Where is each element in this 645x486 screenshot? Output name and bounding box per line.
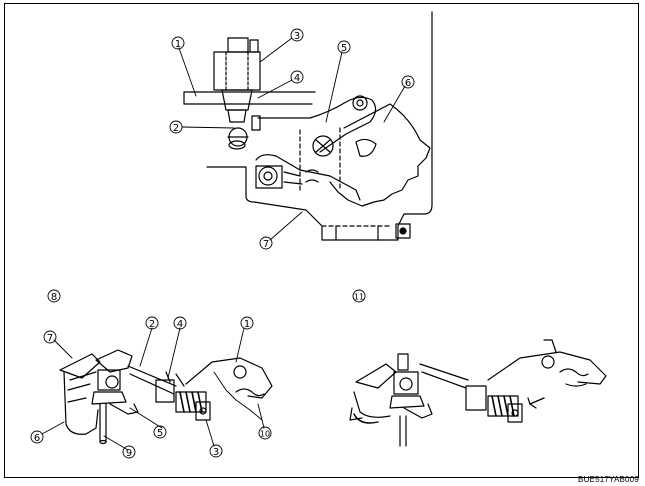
svg-text:3: 3 <box>294 31 300 42</box>
callouts: 1 3 4 2 5 6 7 8 11 7 2 4 1 6 5 9 3 10 <box>30 28 415 459</box>
svg-text:5: 5 <box>341 43 347 54</box>
section-label-11: 11 <box>352 289 366 303</box>
svg-text:1: 1 <box>244 319 250 330</box>
callout-top-4: 4 <box>290 70 304 84</box>
callout-top-1: 1 <box>171 36 185 50</box>
section-label-8: 8 <box>47 289 61 303</box>
callout-v8-1: 1 <box>240 316 254 330</box>
svg-text:7: 7 <box>263 239 269 250</box>
svg-text:8: 8 <box>51 292 57 303</box>
image-code: BUE517YAB009 <box>578 475 639 484</box>
callout-v8-5: 5 <box>153 425 167 439</box>
svg-text:3: 3 <box>213 447 219 458</box>
callout-v8-10: 10 <box>258 426 272 440</box>
svg-text:2: 2 <box>173 123 179 134</box>
svg-text:10: 10 <box>260 430 270 439</box>
svg-text:6: 6 <box>405 78 411 89</box>
svg-text:7: 7 <box>47 333 53 344</box>
callout-v8-3: 3 <box>209 444 223 458</box>
svg-text:1: 1 <box>175 39 181 50</box>
callout-v8-6: 6 <box>30 430 44 444</box>
callout-v8-2: 2 <box>145 316 159 330</box>
callout-v8-7: 7 <box>43 330 57 344</box>
svg-text:5: 5 <box>157 428 163 439</box>
svg-text:4: 4 <box>294 73 300 84</box>
callout-top-7: 7 <box>259 236 273 250</box>
svg-text:9: 9 <box>126 448 132 459</box>
callout-top-5: 5 <box>337 40 351 54</box>
view-8 <box>41 327 273 451</box>
svg-text:6: 6 <box>34 433 40 444</box>
frame-border <box>4 3 639 478</box>
view-11 <box>349 339 607 447</box>
callout-v8-9: 9 <box>122 445 136 459</box>
callout-v8-4: 4 <box>173 316 187 330</box>
top-view <box>178 11 433 241</box>
svg-text:11: 11 <box>354 293 364 302</box>
callout-top-6: 6 <box>401 75 415 89</box>
callout-top-3: 3 <box>290 28 304 42</box>
callout-top-2: 2 <box>169 120 183 134</box>
svg-text:2: 2 <box>149 319 155 330</box>
svg-text:4: 4 <box>177 319 183 330</box>
